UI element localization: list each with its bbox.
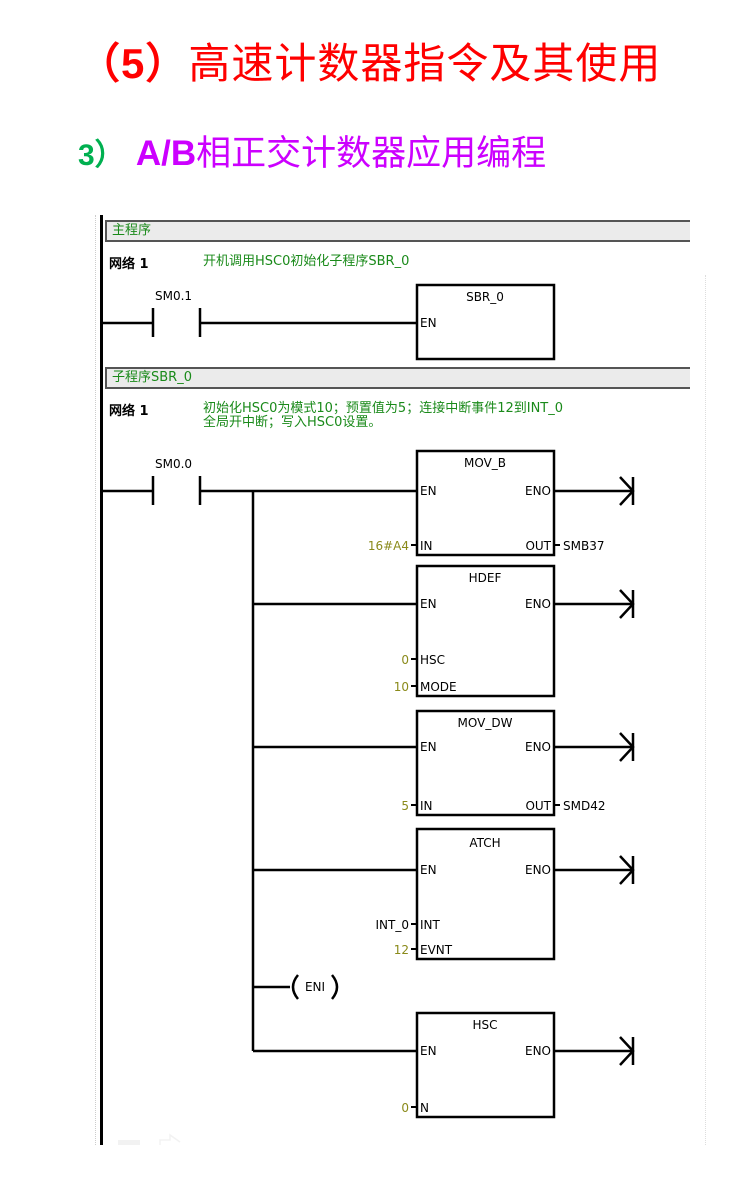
title-text: 高速计数器指令及其使用 (188, 39, 662, 88)
editor-right-border (705, 275, 707, 1145)
pin-n: N (420, 1101, 429, 1115)
operand-n: 0 (401, 1101, 409, 1115)
operand-in: 16#A4 (368, 539, 409, 553)
main-program-header[interactable]: 主程序 (105, 220, 690, 242)
pin-en: EN (420, 1044, 437, 1058)
subtitle-text: A/B相正交计数器应用编程 (136, 134, 546, 174)
pin-en: EN (420, 863, 437, 877)
pin-int: INT (420, 918, 441, 932)
title-number: （5） (78, 40, 189, 87)
sub-network-comment-line1[interactable]: 初始化HSC0为模式10；预置值为5；连接中断事件12到INT_0 (203, 401, 564, 416)
contact-sm0-1[interactable]: SM0.1 (151, 289, 202, 337)
main-network-label[interactable]: 网络 1 (109, 257, 149, 272)
editor-left-border (95, 215, 97, 1145)
eno-terminal-icon (619, 855, 635, 885)
main-rung: SM0.1 SBR_0 EN (102, 283, 556, 361)
subtitle-prefix: A/B (135, 134, 197, 173)
sub-network-label[interactable]: 网络 1 (109, 404, 149, 419)
box-hdef[interactable]: HDEF EN ENO HSC 0 MODE 10 (394, 564, 635, 698)
page-subtitle: 3） A/B相正交计数器应用编程 (78, 125, 546, 176)
operand-out: SMD42 (563, 799, 605, 813)
subroutine-header[interactable]: 子程序SBR_0 (105, 367, 690, 389)
operand-int: INT_0 (376, 918, 409, 932)
eno-terminal-icon (619, 476, 635, 506)
pin-out: OUT (525, 539, 551, 553)
pin-eno: ENO (525, 740, 551, 754)
pin-out: OUT (525, 799, 551, 813)
subtitle-body: 相正交计数器应用编程 (196, 134, 547, 174)
pin-en: EN (420, 597, 437, 611)
contact-label: SM0.0 (155, 457, 192, 471)
pin-eno: ENO (525, 1044, 551, 1058)
pin-eno: ENO (525, 863, 551, 877)
pin-evnt: EVNT (420, 943, 453, 957)
ladder-editor[interactable]: 主程序 网络 1 开机调用HSC0初始化子程序SBR_0 子程序SBR_0 网络… (95, 215, 707, 1145)
sub-rung: SM0.0 ENI MOV_B EN ENO IN (102, 449, 635, 1119)
box-atch[interactable]: ATCH EN ENO INT INT_0 EVNT 12 (376, 827, 635, 961)
coil-label: ENI (305, 980, 325, 994)
eno-terminal-icon (619, 589, 635, 619)
pin-in: IN (420, 539, 433, 553)
box-title: SBR_0 (466, 290, 504, 304)
operand-mode: 10 (394, 680, 409, 694)
contact-label: SM0.1 (155, 289, 192, 303)
pin-en: EN (420, 316, 437, 330)
faint-box-icon (118, 1140, 140, 1145)
sub-network-comment-line2[interactable]: 全局开中断；写入HSC0设置。 (203, 415, 382, 430)
ladder-diagram: SM0.1 SBR_0 EN SM0.0 (102, 283, 635, 1145)
contact-sm0-0[interactable]: SM0.0 (151, 457, 202, 505)
box-mov-b[interactable]: MOV_B EN ENO IN OUT 16#A4 SMB37 (368, 449, 635, 557)
faint-arrow-icon (159, 1133, 181, 1145)
pin-mode: MODE (420, 680, 457, 694)
box-title: HDEF (469, 571, 502, 585)
pin-hsc: HSC (420, 653, 445, 667)
pin-in: IN (420, 799, 433, 813)
box-hsc[interactable]: HSC EN ENO N 0 (401, 1011, 635, 1119)
pin-eno: ENO (525, 484, 551, 498)
box-sbr-0[interactable]: SBR_0 EN (415, 283, 556, 361)
operand-evnt: 12 (394, 943, 409, 957)
operand-in: 5 (401, 799, 409, 813)
pin-en: EN (420, 740, 437, 754)
main-network-comment[interactable]: 开机调用HSC0初始化子程序SBR_0 (203, 254, 410, 269)
box-title: MOV_B (464, 456, 506, 470)
box-title: ATCH (469, 836, 500, 850)
operand-out: SMB37 (563, 539, 604, 553)
box-mov-dw[interactable]: MOV_DW EN ENO IN OUT 5 SMD42 (401, 709, 635, 817)
box-title: HSC (472, 1018, 497, 1032)
pin-eno: ENO (525, 597, 551, 611)
box-title: MOV_DW (458, 716, 513, 730)
power-rail (100, 215, 103, 1145)
subtitle-index: 3） (78, 139, 125, 172)
faint-toolbar-icons (118, 1133, 181, 1145)
coil-eni[interactable]: ENI (291, 974, 339, 1000)
page-title: （5）高速计数器指令及其使用 (78, 30, 661, 91)
eno-terminal-icon (619, 1036, 635, 1066)
operand-hsc: 0 (401, 653, 409, 667)
pin-en: EN (420, 484, 437, 498)
eno-terminal-icon (619, 732, 635, 762)
